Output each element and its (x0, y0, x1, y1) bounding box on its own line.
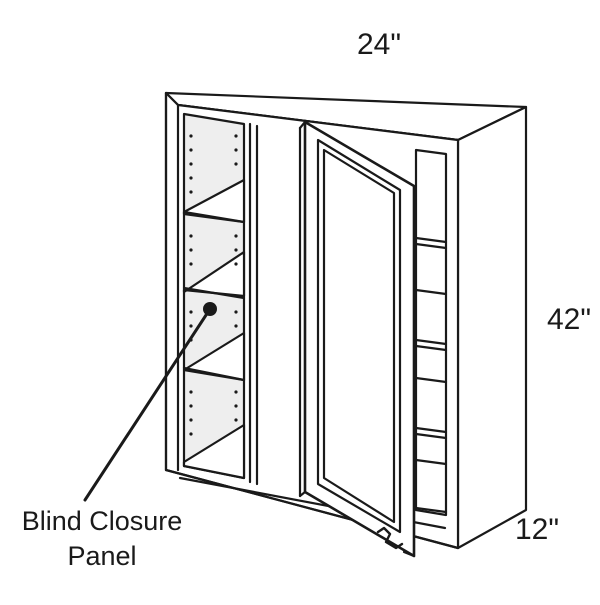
callout-label-line1: Blind Closure (21, 506, 183, 536)
door-thickness (298, 120, 307, 130)
callout-leader-line (83, 307, 212, 502)
callout-label-line2: Panel (67, 541, 137, 571)
shelf-left-2 (182, 250, 246, 298)
depth-dimension-label: 12" (515, 513, 560, 546)
right-shelf-4 (414, 376, 448, 384)
cabinet-side-panel (456, 105, 528, 550)
right-shelf-1 (414, 236, 448, 244)
shelf-pin-holes (189, 134, 238, 436)
door-handle-icon (376, 526, 404, 550)
right-shelf-5 (414, 426, 448, 434)
right-shelf-6 (414, 458, 448, 466)
callout-label: Blind Closure Panel (0, 508, 204, 570)
shelf-left-bottom (182, 423, 246, 480)
right-shelf-2 (414, 288, 448, 296)
width-dimension-label: 24" (357, 28, 402, 61)
height-dimension-label: 42" (547, 303, 592, 336)
right-shelf-3 (414, 338, 448, 346)
callout-dot (203, 302, 217, 316)
door-panel-inner (322, 148, 396, 524)
